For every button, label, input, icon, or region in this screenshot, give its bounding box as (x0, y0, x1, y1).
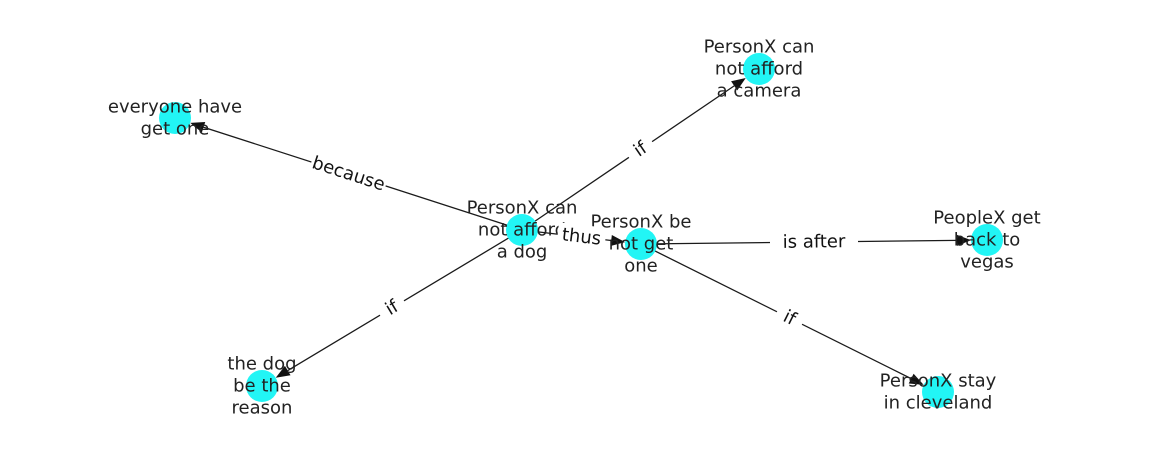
node-label-line: PersonX can (467, 198, 578, 219)
node-label-line: a camera (717, 81, 802, 102)
node-label-line: PersonX can (704, 37, 815, 58)
node-circle (625, 228, 657, 260)
edge-label: because (309, 152, 387, 195)
node-label-line: back to (954, 230, 1021, 251)
edge-label-group: thus (556, 222, 607, 252)
node-circle (246, 370, 278, 402)
edge-label-background (373, 290, 411, 326)
node-label-line: in cleveland (884, 393, 993, 414)
node-label-line: reason (232, 398, 293, 419)
node-label-line: a dog (497, 242, 548, 263)
node-label-line: not afford (478, 220, 566, 241)
edge-label-background (307, 150, 390, 198)
node-label-line: get one (141, 119, 210, 140)
node-label-line: not afford (715, 59, 803, 80)
node-label-line: PeopleX get (933, 208, 1040, 229)
edge-label-group: if (771, 301, 808, 335)
edge-label-background (771, 301, 808, 335)
node-label-line: the dog (227, 354, 296, 375)
edge-dog-reason (287, 229, 523, 372)
node-label-line: be the (233, 376, 291, 397)
edge-label-group: if (373, 290, 411, 326)
node-label-line: vegas (960, 252, 1014, 273)
node-circle (971, 224, 1003, 256)
edge-labels-layer: if because thus if is after if (307, 131, 859, 335)
edge-notget-cleveland (640, 243, 912, 380)
node-circle (922, 376, 954, 408)
edge-label-group: if (622, 131, 659, 168)
arrowhead-camera (731, 77, 746, 91)
edge-label-background (556, 222, 607, 252)
edge-label-group: is after (769, 229, 859, 255)
edge-dog-camera (521, 85, 735, 231)
edge-label-group: because (307, 150, 390, 198)
node-label-line: PersonX be (590, 212, 691, 233)
arrowhead-vegas (956, 234, 972, 246)
edge-label: is after (783, 231, 847, 253)
node-circle (159, 102, 191, 134)
arrowhead-cleveland (908, 373, 924, 385)
node-label-line: everyone have (108, 97, 242, 118)
edge-label-background (622, 131, 659, 168)
node-label-line: one (624, 256, 658, 277)
node-label-line: not get (609, 234, 674, 255)
arrowhead-notget (610, 235, 626, 246)
arrowhead-everyone (190, 121, 206, 133)
node-circle (506, 214, 538, 246)
node-label-line: PersonX stay (880, 371, 997, 392)
node-circle (743, 53, 775, 85)
edge-label-background (769, 229, 859, 255)
edge-label: thus (561, 224, 602, 249)
arrowhead-reason (275, 365, 291, 378)
